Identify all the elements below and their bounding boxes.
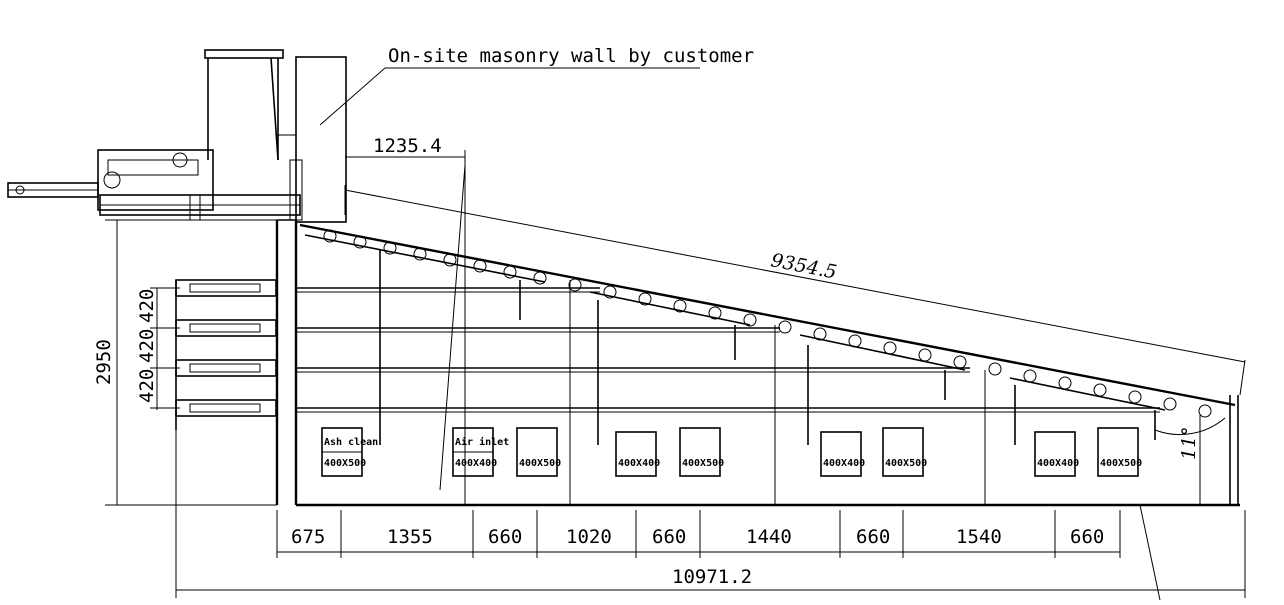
feeder-hopper — [204, 49, 296, 161]
hydraulic-cylinders — [175, 279, 1160, 417]
opening-air-inlet: Air inlet 400X400 — [452, 427, 509, 477]
opening-5: 400X500 — [679, 427, 724, 477]
grate-supports — [379, 250, 1201, 505]
dim-spacing-3: 420 — [136, 369, 158, 403]
opening-4: 400X400 — [615, 431, 660, 477]
opening-size: 400X500 — [885, 458, 927, 469]
opening-3: 400X500 — [516, 427, 561, 477]
opening-size: 400X500 — [519, 458, 561, 469]
opening-size: 400X400 — [618, 458, 660, 469]
dim-total-text: 10971.2 — [672, 566, 752, 588]
dim-height: 2950 — [93, 219, 300, 506]
opening-size: 400X400 — [455, 458, 497, 469]
opening-6: 400X400 — [820, 431, 865, 477]
dim-seg-7: 660 — [856, 526, 890, 548]
dim-spacing-2: 420 — [136, 329, 158, 363]
opening-title: Air inlet — [455, 436, 509, 448]
dim-seg-6: 1440 — [746, 526, 792, 548]
cylinder-row-2 — [175, 319, 780, 337]
opening-8: 400X400 — [1034, 431, 1079, 477]
wall-note-text: On-site masonry wall by customer — [388, 45, 754, 67]
dim-top-offset-text: 1235.4 — [373, 135, 442, 157]
wall-note-leader: On-site masonry wall by customer — [319, 45, 754, 126]
masonry-wall — [295, 56, 347, 223]
dim-spacing-1: 420 — [136, 289, 158, 323]
dim-seg-4: 1020 — [566, 526, 612, 548]
cylinder-row-4 — [175, 399, 1160, 417]
opening-9: 400X500 — [1097, 427, 1142, 477]
front-column — [177, 219, 298, 506]
feeder-pusher — [7, 149, 303, 221]
opening-ash-clean: Ash clean 400X500 — [321, 427, 378, 477]
dim-height-text: 2950 — [93, 339, 115, 385]
dim-angle-text: 11° — [1178, 426, 1200, 460]
opening-7: 400X500 — [882, 427, 927, 477]
openings: Ash clean 400X500 Air inlet 400X400 400X… — [321, 427, 1142, 477]
dim-angle: 11° — [1154, 417, 1226, 460]
dim-seg-2: 1355 — [387, 526, 433, 548]
dim-bottom: 675 1355 660 1020 660 1440 660 1540 660 — [276, 510, 1121, 558]
dim-seg-8: 1540 — [956, 526, 1002, 548]
dim-seg-1: 675 — [291, 526, 325, 548]
floor — [296, 395, 1240, 507]
opening-size: 400X500 — [682, 458, 724, 469]
opening-size: 400X400 — [823, 458, 865, 469]
dim-seg-5: 660 — [652, 526, 686, 548]
dim-top-offset: 1235.4 — [345, 135, 466, 505]
opening-size: 400X400 — [1037, 458, 1079, 469]
dim-slope-text: 9354.5 — [769, 249, 838, 283]
dim-spacing: 420 420 420 — [136, 287, 180, 410]
dim-total: 10971.2 — [175, 430, 1246, 601]
opening-size: 400X500 — [324, 458, 366, 469]
dim-slope: 9354.5 — [344, 185, 1246, 396]
dim-seg-3: 660 — [488, 526, 522, 548]
opening-size: 400X500 — [1100, 458, 1142, 469]
dim-seg-9: 660 — [1070, 526, 1104, 548]
grate-surface — [299, 223, 1236, 418]
opening-title: Ash clean — [324, 437, 378, 448]
